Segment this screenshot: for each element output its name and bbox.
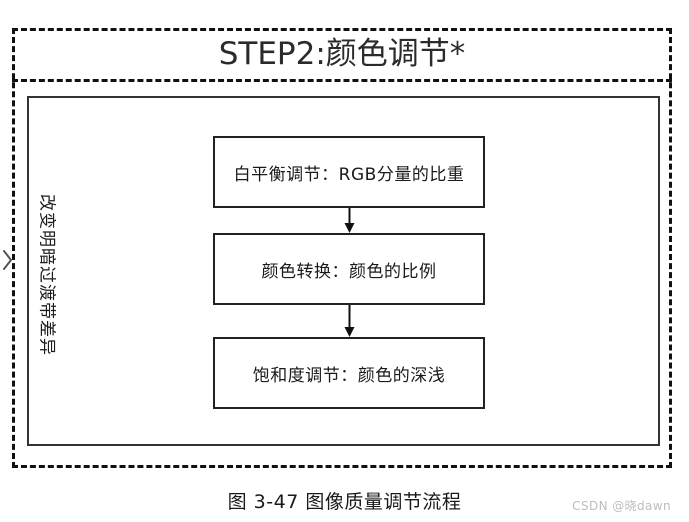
chevron-right-icon	[1, 247, 15, 273]
arrow-down-icon	[343, 208, 356, 233]
flow-node-color-conversion: 颜色转换：颜色的比例	[213, 233, 485, 305]
flow-node-label: 颜色转换：颜色的比例	[261, 261, 437, 282]
flow-node-label: 白平衡调节：RGB分量的比重	[233, 164, 465, 185]
arrow-down-icon	[343, 305, 356, 337]
watermark: CSDN @晓dawn	[572, 499, 671, 513]
title-divider	[12, 79, 672, 82]
side-label-container: 改变明暗过渡带差异	[33, 150, 65, 400]
flow-node-label: 饱和度调节：颜色的深浅	[252, 365, 446, 386]
step-group-border	[12, 28, 672, 468]
figure-caption: 图 3-47 图像质量调节流程	[227, 491, 462, 513]
step-title: STEP2:颜色调节*	[218, 36, 466, 72]
flow-node-white-balance: 白平衡调节：RGB分量的比重	[213, 136, 485, 208]
side-label-text: 改变明暗过渡带差异	[36, 194, 57, 356]
flow-node-saturation: 饱和度调节：颜色的深浅	[213, 337, 485, 409]
